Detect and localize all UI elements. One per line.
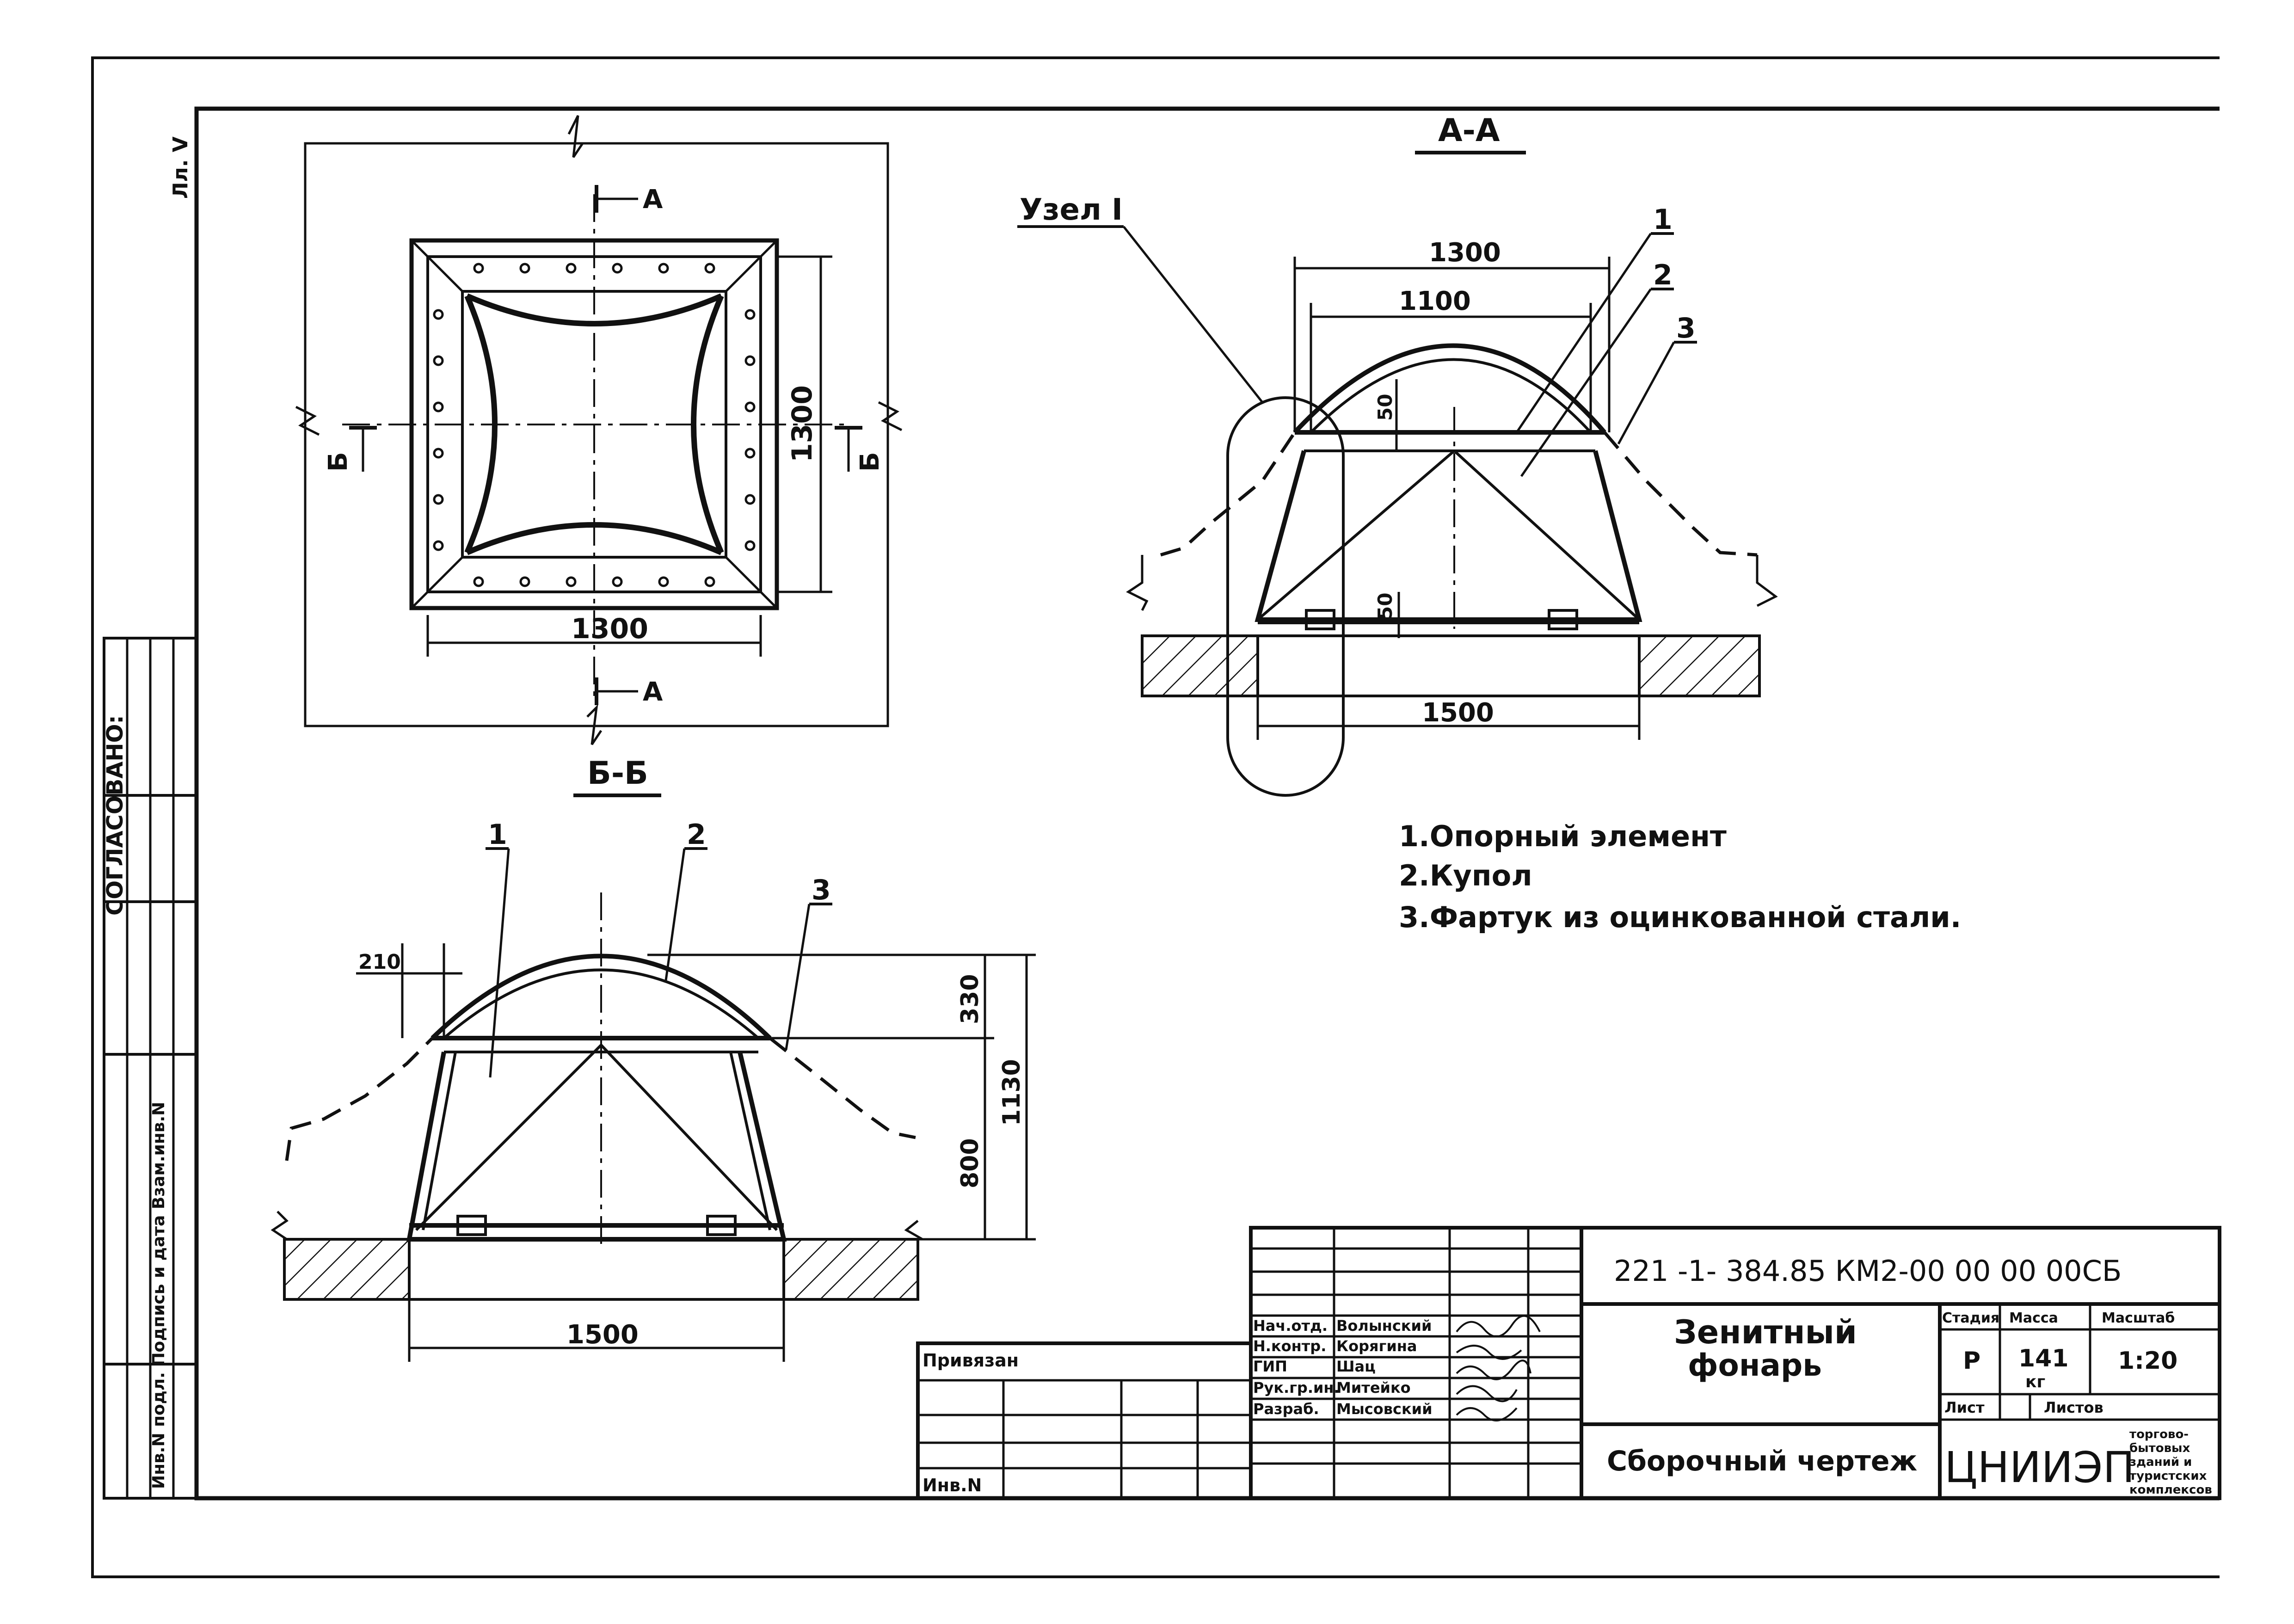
staff-role-5: Разраб. [1253, 1400, 1319, 1418]
scale-value: 1:20 [2118, 1347, 2177, 1375]
product-name-2: фонарь [1688, 1347, 1822, 1383]
org-note-1: торгово- [2129, 1427, 2189, 1441]
binding-block: Привязан Инв.N [916, 1341, 1253, 1500]
legend-item-2: 2.Купол [1399, 859, 1532, 892]
bb-dim-800: 800 [956, 1138, 984, 1188]
bb-dim-base: 1500 [566, 1320, 639, 1350]
product-name-1: Зенитный [1674, 1313, 1857, 1351]
sheets-label: Листов [2044, 1399, 2103, 1416]
staff-name-5: Мысовский [1336, 1400, 1433, 1418]
staff-role-4: Рук.гр.ин. [1253, 1379, 1340, 1396]
org-name: ЦНИИЭП [1944, 1443, 2135, 1492]
section-aa-title: А-А [1438, 112, 1500, 149]
staff-name-2: Корягина [1336, 1337, 1417, 1355]
mass-label: Масса [2009, 1310, 2058, 1326]
mass-value: 141 [2018, 1345, 2069, 1372]
legend: 1.Опорный элемент 2.Купол 3.Фартук из оц… [1399, 819, 1961, 934]
signatures [1456, 1315, 1541, 1421]
section-bb: Б-Б 210 [271, 755, 1036, 1362]
sheet-label: Лист [1944, 1399, 1985, 1416]
sheet-marker: Лл. V [169, 136, 192, 199]
node-label: Узел I [1020, 193, 1123, 227]
staff-name-3: Шац [1336, 1358, 1376, 1375]
org-note-2: бытовых [2129, 1441, 2190, 1455]
aa-callout-3: 3 [1676, 312, 1696, 344]
org-note-3: зданий и [2129, 1455, 2192, 1469]
bound-inv-label: Инв.N [923, 1475, 982, 1495]
legend-item-3: 3.Фартук из оцинкованной стали. [1399, 900, 1961, 934]
inventory-label: Инв.N подл. Подпись и дата Взам.инв.N [149, 1102, 168, 1489]
bb-dim-210: 210 [358, 950, 401, 974]
org-note-5: комплексов [2129, 1483, 2212, 1497]
bound-label: Привязан [923, 1350, 1019, 1371]
drawing-type: Сборочный чертеж [1607, 1445, 1917, 1477]
scale-label: Масштаб [2102, 1310, 2175, 1326]
section-bb-title: Б-Б [587, 755, 648, 792]
title-block: 221 -1- 384.85 КМ2-00 00 00 00СБ Зенитны… [1249, 1226, 2221, 1500]
plan-view: А А Б Б 1300 1300 [295, 115, 903, 745]
aa-callout-1: 1 [1653, 203, 1673, 236]
staff-role-1: Нач.отд. [1253, 1317, 1328, 1335]
plan-section-b-right: Б [855, 452, 885, 472]
bb-callout-2: 2 [687, 818, 706, 851]
agreed-label: СОГЛАСОВАНО: [102, 715, 128, 916]
stage-label: Стадия [1942, 1310, 1999, 1326]
aa-dim-50-bottom: 50 [1374, 593, 1396, 620]
staff-name-1: Волынский [1336, 1317, 1432, 1335]
staff-name-4: Митейко [1336, 1379, 1411, 1396]
left-stamp: СОГЛАСОВАНО: Инв.N подл. Подпись и дата … [102, 637, 198, 1500]
stage-value: Р [1963, 1347, 1980, 1375]
staff-role-3: ГИП [1253, 1358, 1287, 1375]
legend-item-1: 1.Опорный элемент [1399, 819, 1727, 853]
aa-dim-outer: 1300 [1429, 238, 1501, 268]
mass-unit: кг [2025, 1372, 2045, 1391]
plan-dim-height: 1300 [786, 385, 818, 462]
plan-section-a-top: А [643, 185, 663, 215]
plan-dim-width: 1300 [571, 613, 648, 645]
staff-role-2: Н.контр. [1253, 1337, 1326, 1355]
bb-dim-330: 330 [956, 974, 984, 1024]
plan-section-b-left: Б [323, 452, 353, 472]
plan-section-a-bottom: А [643, 677, 663, 707]
section-aa: А-А Узел I [1017, 112, 1778, 797]
bb-callout-1: 1 [488, 818, 507, 851]
aa-dim-base: 1500 [1422, 698, 1494, 728]
aa-dim-inner: 1100 [1399, 286, 1471, 316]
aa-dim-50-top: 50 [1374, 394, 1396, 421]
org-note-4: туристских [2129, 1469, 2207, 1483]
bb-callout-3: 3 [812, 874, 831, 906]
bb-dim-1130: 1130 [998, 1059, 1026, 1126]
doc-code: 221 -1- 384.85 КМ2-00 00 00 00СБ [1614, 1254, 2122, 1288]
aa-callout-2: 2 [1653, 259, 1673, 291]
